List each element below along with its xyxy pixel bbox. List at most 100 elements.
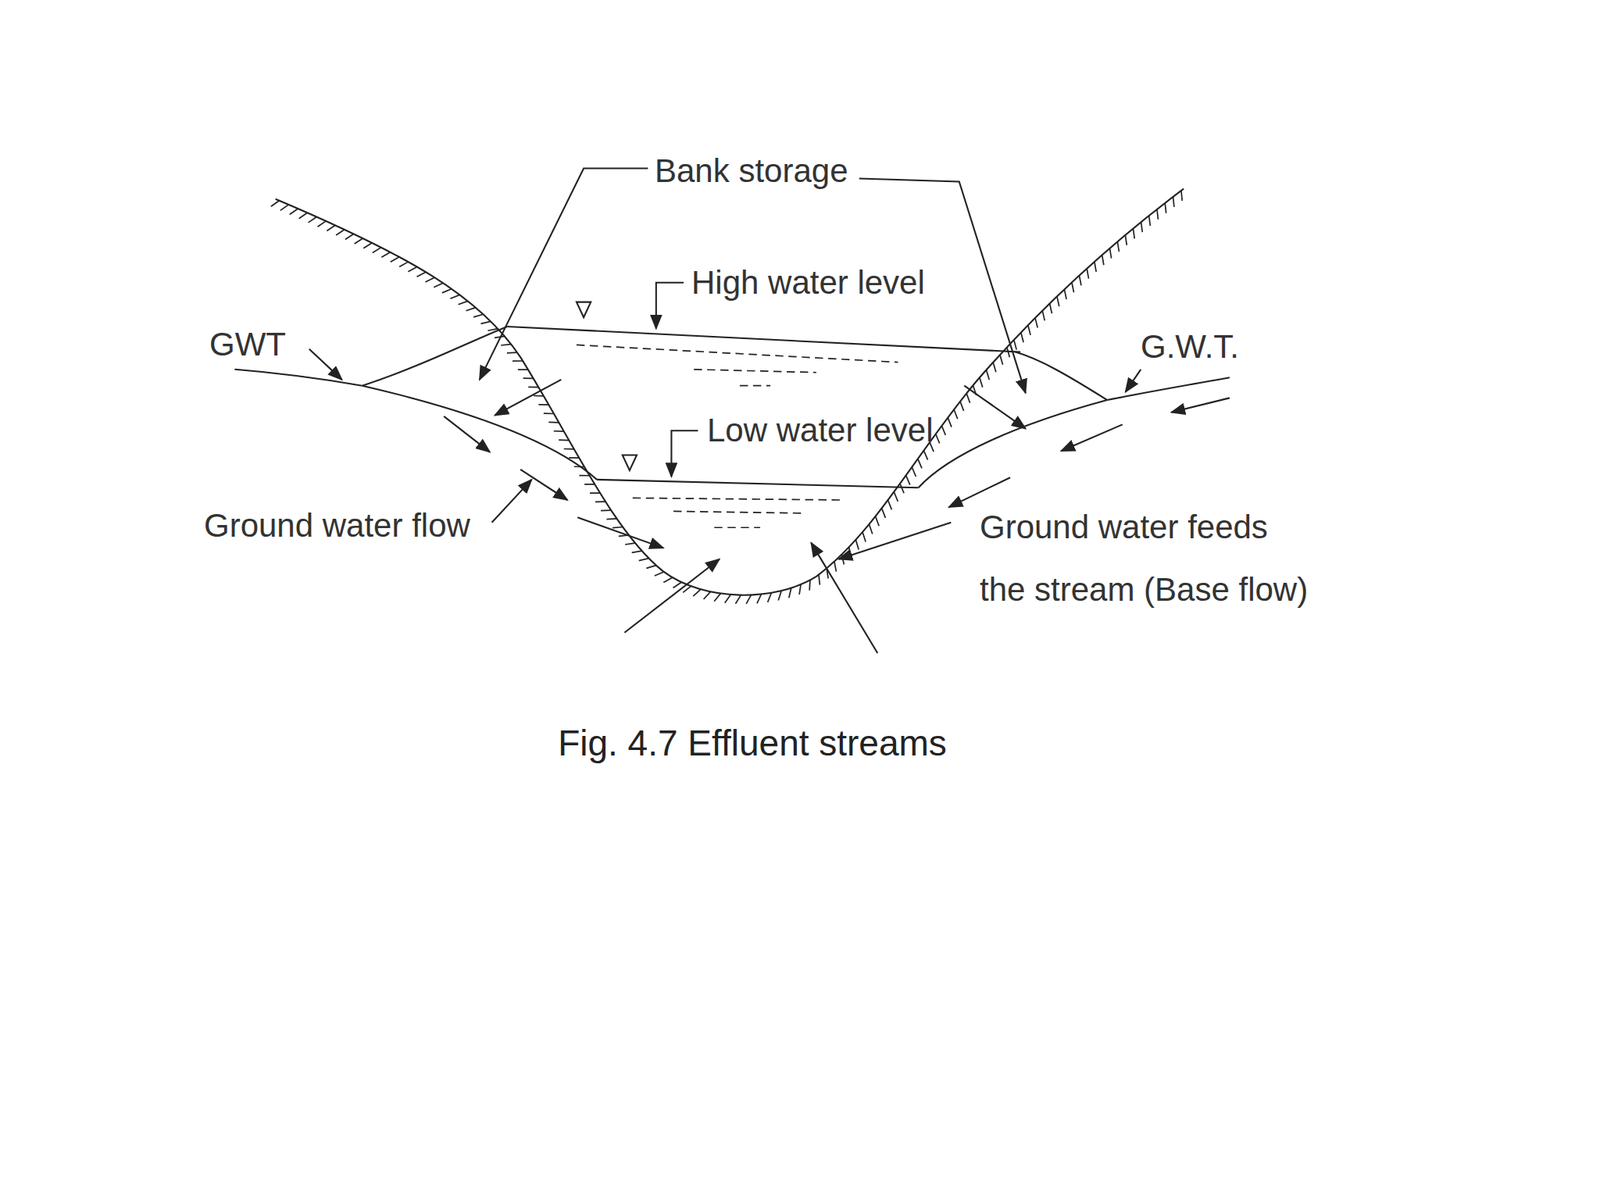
caption-holder: Fig. 4.7 Effluent streams bbox=[557, 722, 947, 765]
hatch-mark bbox=[1042, 310, 1045, 322]
hatch-mark bbox=[767, 592, 772, 603]
gwt-label: GWT bbox=[209, 325, 286, 364]
hatch-mark bbox=[646, 565, 657, 569]
bank-storage-label: Bank storage bbox=[654, 152, 849, 190]
hatch-mark bbox=[450, 294, 460, 299]
hatch-mark bbox=[543, 412, 554, 415]
flow-arrow bbox=[964, 385, 1025, 429]
hatch-mark bbox=[1157, 209, 1159, 220]
hatch-mark bbox=[673, 582, 683, 588]
hatch-mark bbox=[757, 593, 762, 604]
hatch-mark bbox=[442, 289, 452, 293]
hatch-mark bbox=[595, 500, 606, 503]
hatch-mark bbox=[1102, 254, 1104, 265]
hatch-mark bbox=[1164, 203, 1166, 214]
high-water-line bbox=[507, 326, 1021, 353]
low-water-line bbox=[596, 479, 918, 488]
hatch-mark bbox=[725, 594, 732, 604]
hatch-mark bbox=[985, 370, 990, 381]
hatch-mark bbox=[1149, 215, 1151, 226]
water-dash bbox=[632, 497, 843, 500]
hatch-mark bbox=[606, 517, 617, 520]
hatch-mark bbox=[1141, 221, 1143, 233]
hatch-mark bbox=[979, 377, 983, 387]
water-level-symbol bbox=[576, 302, 591, 318]
hatch-mark bbox=[558, 439, 569, 441]
flow-arrow bbox=[810, 542, 878, 654]
hatch-mark bbox=[473, 314, 484, 318]
leader-line bbox=[671, 430, 698, 477]
label-holder: GWT bbox=[209, 325, 286, 364]
hatch-mark bbox=[714, 593, 721, 602]
leader-line bbox=[492, 479, 533, 523]
water-dash bbox=[714, 526, 761, 529]
groundwater-table bbox=[234, 369, 362, 386]
high-water-label: High water level bbox=[691, 264, 925, 302]
hatch-mark bbox=[799, 584, 801, 595]
hatch-mark bbox=[363, 242, 372, 249]
hatch-mark bbox=[407, 267, 418, 272]
flow-arrow bbox=[1171, 397, 1229, 412]
leader-line bbox=[479, 168, 649, 380]
hatch-mark bbox=[1125, 235, 1127, 246]
hatch-mark bbox=[703, 591, 711, 600]
hatch-mark bbox=[888, 500, 893, 510]
hatch-mark bbox=[906, 475, 911, 486]
hatch-mark bbox=[1181, 190, 1183, 201]
hatch-mark bbox=[917, 458, 922, 468]
hatch-mark bbox=[911, 467, 916, 477]
hatch-mark bbox=[868, 524, 872, 534]
hatch-mark bbox=[458, 300, 468, 304]
hatch-mark bbox=[425, 277, 435, 283]
hatch-mark bbox=[600, 509, 611, 511]
water-dash bbox=[693, 369, 817, 373]
flow-arrow bbox=[1060, 424, 1122, 451]
hatch-mark bbox=[900, 483, 904, 493]
hatch-mark bbox=[1021, 332, 1024, 343]
hatch-mark bbox=[625, 542, 636, 545]
figure-caption: Fig. 4.7 Effluent streams bbox=[557, 722, 947, 765]
hatch-mark bbox=[947, 417, 952, 427]
groundwater-table bbox=[362, 385, 597, 480]
hatch-mark bbox=[584, 483, 595, 486]
hatch-mark bbox=[789, 588, 792, 599]
hatch-mark bbox=[523, 377, 534, 379]
hatch-mark bbox=[1064, 289, 1067, 300]
hatch-mark bbox=[399, 261, 408, 267]
hatch-mark bbox=[746, 594, 751, 604]
hatch-mark bbox=[564, 448, 575, 450]
flow-arrow bbox=[839, 522, 952, 560]
hatch-mark bbox=[299, 212, 308, 218]
hatch-mark bbox=[654, 571, 665, 576]
hatch-mark bbox=[941, 425, 946, 436]
water-dash bbox=[739, 385, 771, 387]
hatch-mark bbox=[935, 433, 940, 443]
hatch-mark bbox=[517, 368, 529, 371]
hatch-mark bbox=[533, 395, 544, 397]
hatch-mark bbox=[1109, 248, 1111, 259]
hatch-mark bbox=[390, 257, 400, 263]
label-holder: High water level bbox=[691, 264, 925, 302]
hatch-mark bbox=[735, 595, 741, 604]
hatch-mark bbox=[512, 360, 523, 362]
hatch-mark bbox=[966, 392, 970, 403]
hatch-mark bbox=[1000, 354, 1004, 365]
hatch-mark bbox=[923, 450, 928, 461]
hatch-mark bbox=[317, 221, 327, 227]
water-dash bbox=[576, 344, 898, 362]
hatch-mark bbox=[612, 527, 623, 529]
hatch-mark bbox=[1035, 317, 1038, 329]
hatch-mark bbox=[271, 200, 280, 208]
groundwater-table bbox=[1015, 352, 1108, 400]
hatch-mark bbox=[465, 307, 475, 311]
hatch-mark bbox=[372, 247, 382, 254]
low-water-label: Low water level bbox=[707, 411, 933, 450]
flow-arrow bbox=[520, 469, 568, 500]
label-holder: Ground water flow bbox=[203, 507, 471, 545]
leader-line bbox=[656, 282, 684, 329]
hatch-mark bbox=[1050, 303, 1053, 314]
hatch-mark bbox=[589, 492, 600, 494]
hatch-mark bbox=[528, 385, 539, 388]
water-dash bbox=[673, 510, 807, 514]
label-holder: G.W.T. bbox=[1140, 328, 1240, 366]
